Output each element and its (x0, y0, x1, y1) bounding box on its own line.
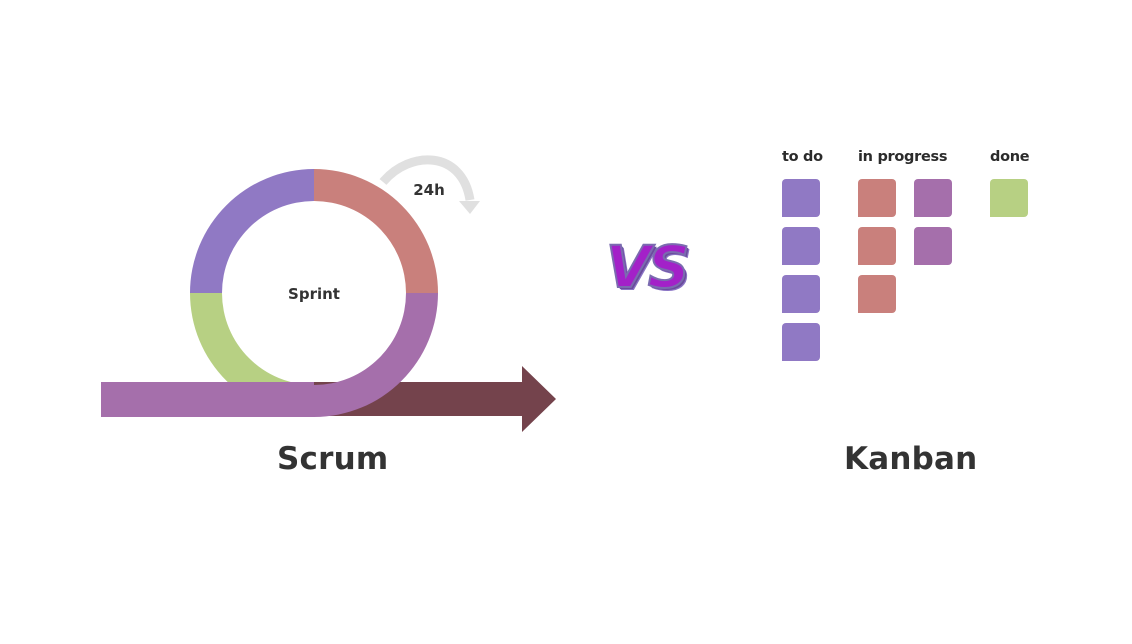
column-header-done: done (990, 149, 1030, 165)
kanban-title: Kanban (844, 441, 978, 477)
kanban-card (782, 323, 820, 361)
kanban-card (782, 275, 820, 313)
scrum-title: Scrum (277, 441, 389, 477)
kanban-card (914, 227, 952, 265)
sprint-label: Sprint (288, 285, 340, 303)
column-header-todo: to do (782, 149, 823, 165)
kanban-card (858, 179, 896, 217)
daily-cycle-arrowhead (459, 201, 480, 214)
ring-segment-flow (101, 293, 438, 417)
kanban-card (858, 275, 896, 313)
kanban-card (858, 227, 896, 265)
kanban-card (914, 179, 952, 217)
vs-label: VS (605, 232, 691, 302)
daily-cycle-arrow (379, 155, 475, 201)
column-header-in-progress: in progress (858, 149, 948, 165)
kanban-card (990, 179, 1028, 217)
ring-segment-red (314, 169, 438, 293)
ring-segment-purple (190, 169, 314, 293)
kanban-card (782, 227, 820, 265)
kanban-card (782, 179, 820, 217)
scrum-diagram: 24h Sprint (101, 155, 556, 432)
daily-label: 24h (413, 181, 445, 199)
